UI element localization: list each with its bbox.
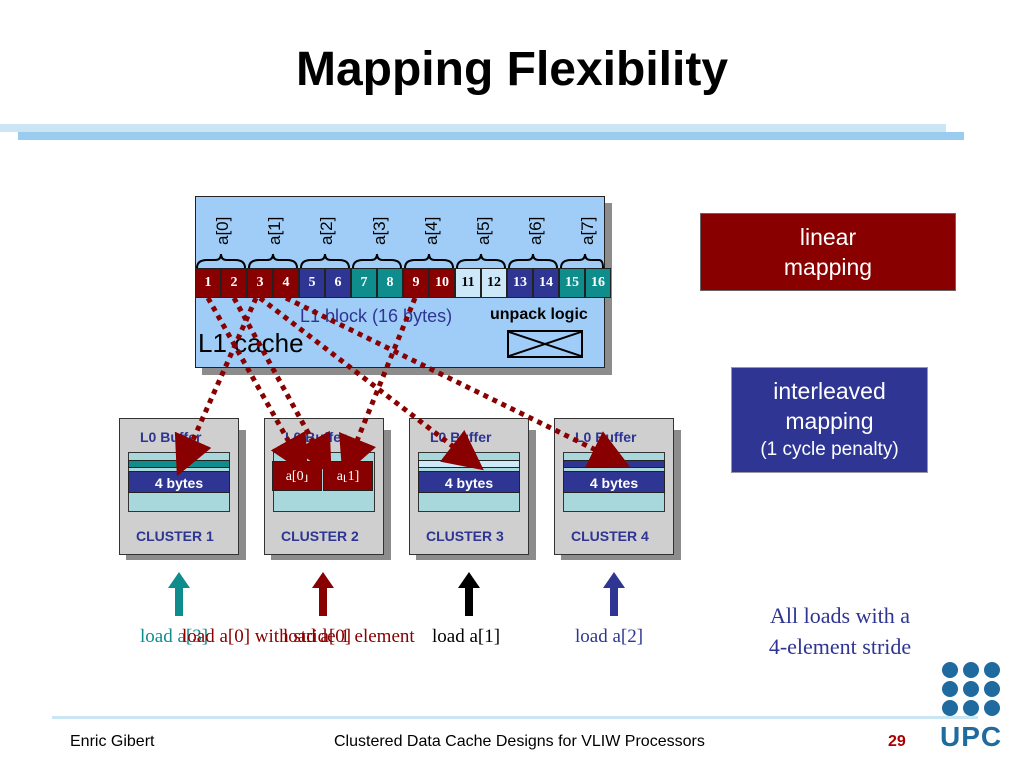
cluster-name: CLUSTER 4 <box>571 528 649 544</box>
l1-byte-cell: 4 <box>273 268 299 298</box>
l0-buffer-content: 4 bytes <box>128 471 230 493</box>
footer-title: Clustered Data Cache Designs for VLIW Pr… <box>334 733 705 750</box>
upc-logo-dots <box>942 662 1004 716</box>
load-label-cluster-1: load a[3] <box>140 626 209 647</box>
up-arrow-icon <box>458 572 480 616</box>
l1-byte-cell: 2 <box>221 268 247 298</box>
load-label-cluster-2-stride: load a[0] with stride 1 element <box>182 626 415 647</box>
l1-block-label: L1 block (16 bytes) <box>300 306 453 326</box>
l1-byte-cell: 9 <box>403 268 429 298</box>
interleaved-callout-line: interleaved <box>773 378 886 404</box>
cluster-name: CLUSTER 1 <box>136 528 214 544</box>
l1-byte-cell: 6 <box>325 268 351 298</box>
cluster-name: CLUSTER 2 <box>281 528 359 544</box>
page-number: 29 <box>888 733 906 750</box>
up-arrow-icon <box>168 572 190 616</box>
l0-buffer-content: 4 bytes <box>563 471 665 493</box>
upc-logo-text: UPC <box>940 721 1003 752</box>
l0-buffer-content: 4 bytes <box>418 471 520 493</box>
l1-byte-cell: 13 <box>507 268 533 298</box>
l1-byte-cell: 1 <box>195 268 221 298</box>
l1-byte-cell: 3 <box>247 268 273 298</box>
l1-byte-cell: 14 <box>533 268 559 298</box>
stride-note-line: All loads with a <box>770 603 910 628</box>
l1-byte-cell: 10 <box>429 268 455 298</box>
l1-cache-label: L1 cache <box>198 328 304 358</box>
load-label-cluster-2: load a[0] <box>283 626 352 647</box>
stride-note-line: 4-element stride <box>768 634 912 659</box>
linear-callout-line: mapping <box>783 254 873 280</box>
l1-byte-cell: 16 <box>585 268 611 298</box>
l1-byte-cell: 5 <box>299 268 325 298</box>
interleaved-callout-line: (1 cycle penalty) <box>760 439 899 460</box>
footer-rule <box>52 716 978 719</box>
footer-author: Enric Gibert <box>70 733 155 750</box>
load-label-cluster-3: load a[1] <box>432 626 501 647</box>
up-arrow-icon <box>603 572 625 616</box>
l1-byte-cell: 11 <box>455 268 481 298</box>
up-arrow-icon <box>312 572 334 616</box>
linear-mapping-callout: linear mapping <box>700 213 956 291</box>
slide-title: Mapping Flexibility <box>295 43 729 96</box>
stride-note: All loads with a 4-element stride <box>740 600 940 662</box>
l1-byte-cell: 12 <box>481 268 507 298</box>
l1-byte-cell: 7 <box>351 268 377 298</box>
title-rule-top <box>0 124 946 132</box>
load-label-cluster-4: load a[2] <box>575 626 644 647</box>
linear-callout-line: linear <box>799 224 857 250</box>
unpack-logic-icon <box>507 330 583 358</box>
title-rule-bottom <box>18 132 964 140</box>
interleaved-callout-line: mapping <box>785 408 874 434</box>
l1-byte-cell: 15 <box>559 268 585 298</box>
interleaved-mapping-callout: interleaved mapping (1 cycle penalty) <box>731 367 928 473</box>
unpack-logic-label: unpack logic <box>490 306 588 323</box>
l1-byte-cell: 8 <box>377 268 403 298</box>
cluster-name: CLUSTER 3 <box>426 528 504 544</box>
element-braces <box>196 253 604 269</box>
